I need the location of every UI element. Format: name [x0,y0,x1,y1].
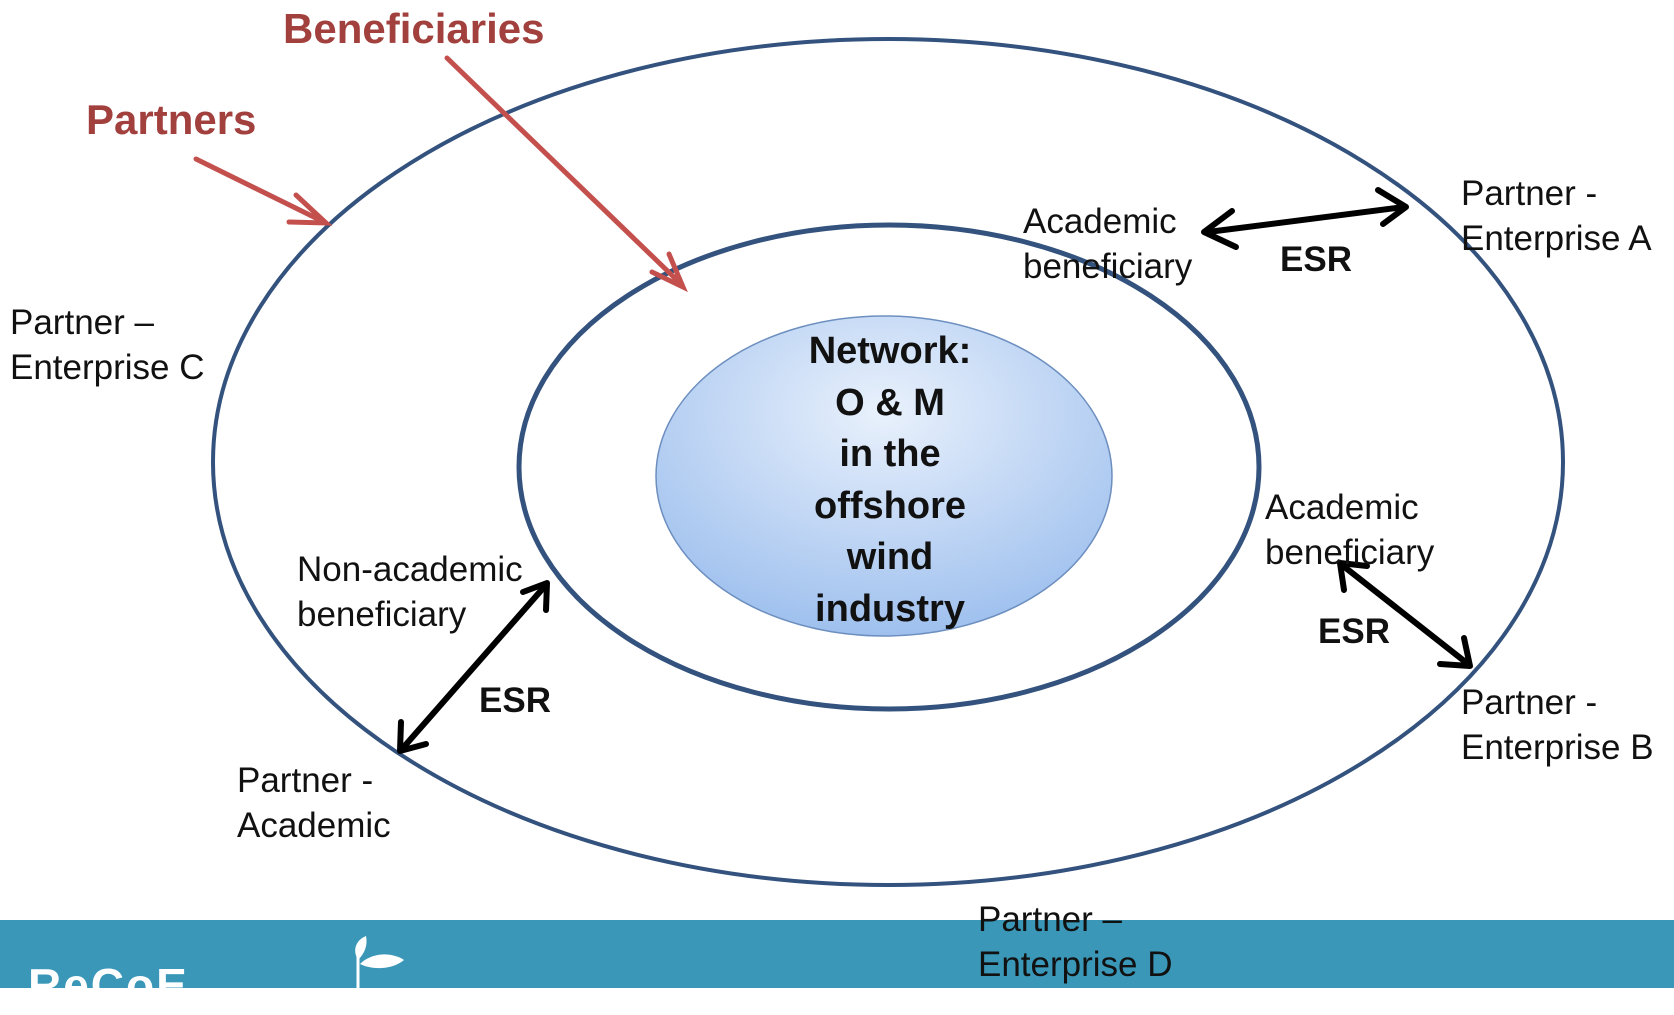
middle-ellipse [516,222,1262,712]
esr-top-arrow [1201,187,1409,250]
esr-left-label: ESR [479,681,551,720]
network-ellipse [655,315,1113,637]
partner-enterprise-d-label: Partner – Enterprise D [978,900,1173,984]
recoe-logo-text: ReCoE [28,959,189,1011]
partner-enterprise-b-label: Partner - Enterprise B [1461,683,1654,767]
esr-right-arrow [1337,560,1473,669]
academic-beneficiary-right-label: Academic beneficiary [1265,488,1435,572]
partner-enterprise-c-label: Partner – Enterprise C [10,303,205,387]
partners-heading: Partners [86,96,257,143]
outer-ellipse [211,37,1565,887]
footer-band [0,920,1674,988]
diagram-canvas [0,37,1674,988]
partner-academic-label: Partner - Academic [237,761,391,845]
partners-pointer-arrow [193,156,333,226]
partner-enterprise-a-label: Partner - Enterprise A [1461,174,1652,258]
esr-top-label: ESR [1280,240,1352,279]
beneficiaries-pointer-arrow [444,55,688,293]
beneficiaries-heading: Beneficiaries [283,5,545,52]
leaf-logo-icon [355,936,404,988]
non-academic-beneficiary-label: Non-academic beneficiary [297,550,523,634]
network-center-label: Network: O & M in the offshore wind indu… [808,330,972,630]
academic-beneficiary-top-label: Academic beneficiary [1023,202,1193,286]
esr-left-arrow [397,580,550,754]
esr-right-label: ESR [1318,612,1390,651]
